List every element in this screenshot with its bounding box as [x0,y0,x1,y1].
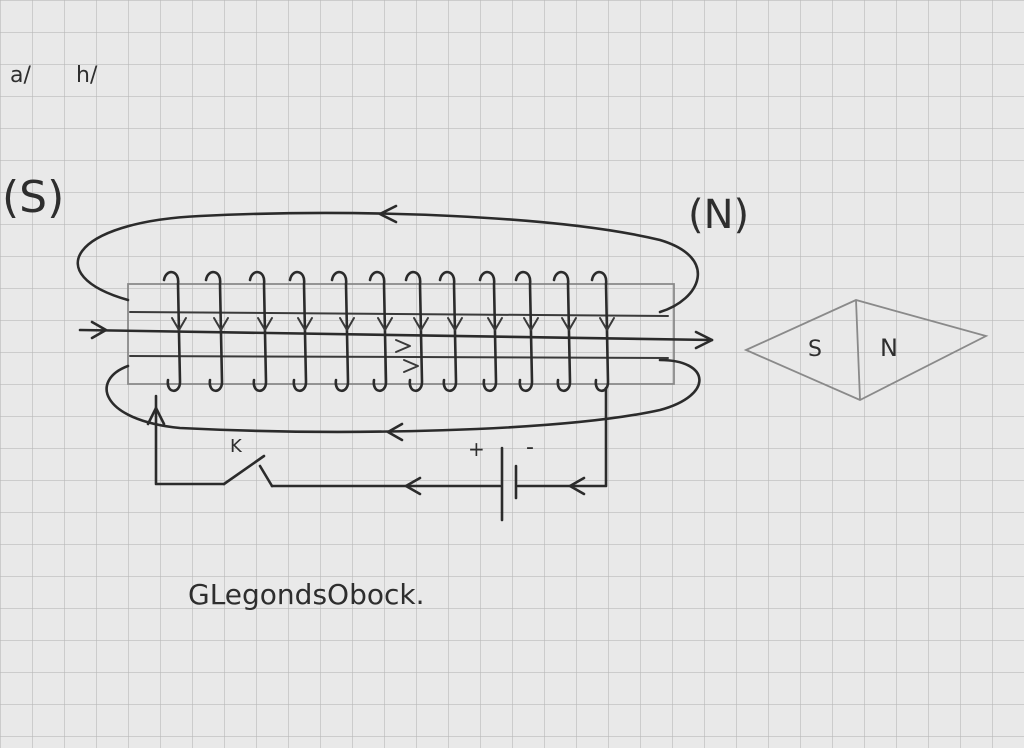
coil-arrow [297,317,313,331]
field-arrow-bottom [386,422,404,442]
coil-turn [478,270,498,393]
battery-minus-label: - [526,435,534,460]
needle-label-n: N [880,334,898,362]
battery: + - [468,435,534,522]
coil-turn [248,270,268,393]
pole-label-south: (S) [2,172,64,223]
coil-arrow [377,317,393,331]
coil-arrow [487,317,503,331]
coil-arrow [447,317,463,331]
axis-arrow-right [694,330,714,350]
coil-turn [288,270,308,393]
field-line-top [76,211,700,314]
battery-plus-label: + [468,437,485,461]
solenoid-core [127,283,675,385]
coil-arrow [257,317,273,331]
coil-turn [438,270,458,393]
label-b: h/ [76,63,98,88]
current-arrow-right [568,476,586,496]
inner-arrow-2 [403,359,419,373]
footer-note: GLegondsObock. [188,578,425,611]
coil-arrow [171,317,187,331]
inner-field-line-lower [129,355,669,359]
coil-turn [514,270,534,393]
coil-turn [590,270,610,393]
circuit-wire-right [516,386,608,488]
switch-k: K [222,436,274,488]
current-arrow-up [146,406,166,426]
coil-turn [552,270,572,393]
coil-arrow [213,317,229,331]
current-arrow-middle [404,476,422,496]
axis-arrow-left [90,320,108,340]
coil-turn [404,270,424,393]
coil-arrow [599,317,615,331]
switch-label: K [230,436,243,457]
coil-windings [162,270,615,393]
coil-arrow [523,317,539,331]
coil-turn [162,270,182,393]
inner-arrow-1 [395,339,411,353]
label-a: a/ [10,63,31,88]
coil-arrow [413,317,429,331]
coil-arrow [339,317,355,331]
compass-needle: S N [743,299,989,401]
coil-turn [204,270,224,393]
circuit-wire-left [154,394,226,486]
needle-label-s: S [808,337,822,362]
field-arrow-top [378,204,398,224]
coil-turn [368,270,388,393]
coil-arrow [561,317,577,331]
coil-turn [330,270,350,393]
field-line-bottom [105,358,701,434]
pole-label-north: (N) [688,192,749,238]
